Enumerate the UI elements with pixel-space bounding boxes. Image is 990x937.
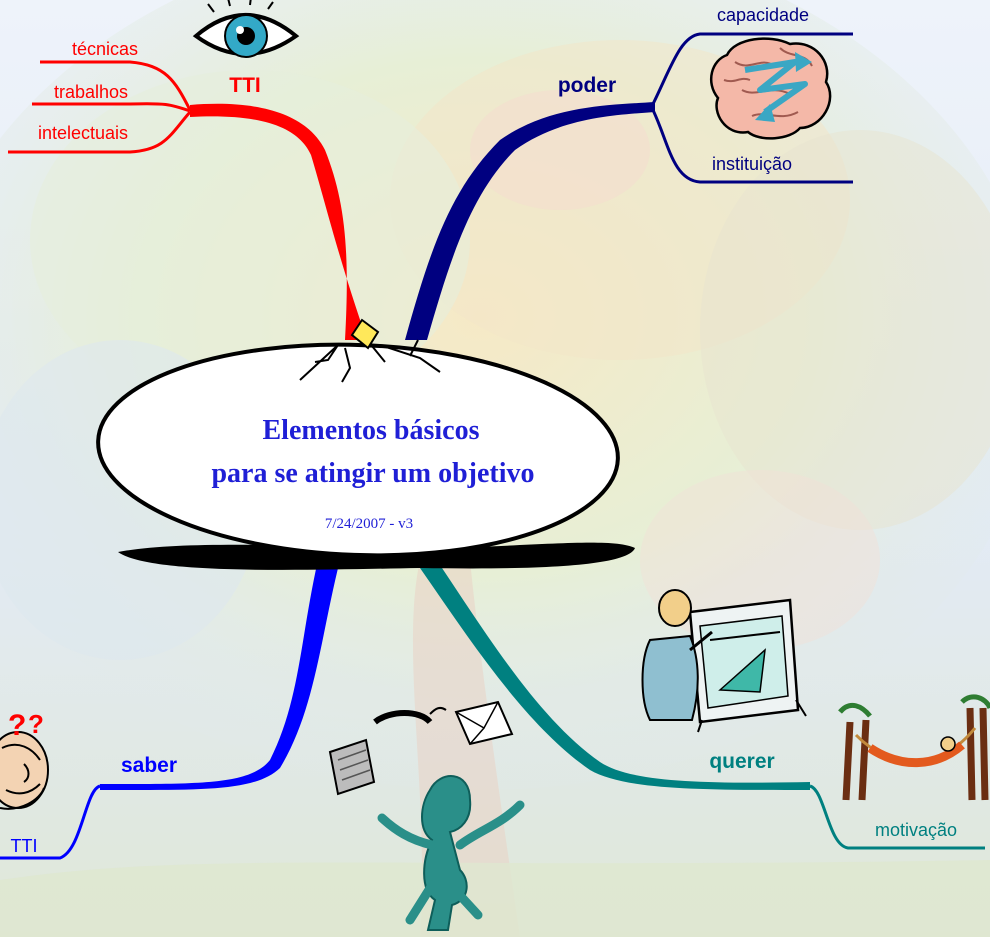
saber-branch-label: saber xyxy=(121,754,177,777)
egg-crack-yellow-icon xyxy=(350,318,380,350)
eye-icon xyxy=(192,0,300,58)
poder-branch: poder capacidade instituição xyxy=(405,5,853,340)
trabalhos-label: trabalhos xyxy=(54,82,128,102)
question-mark-icon-2: ? xyxy=(28,709,44,739)
center-node: Elementos básicos para se atingir um obj… xyxy=(96,318,635,570)
juggling-person-icon xyxy=(328,700,525,931)
center-title-line2: para se atingir um objetivo xyxy=(211,458,534,489)
center-ellipse xyxy=(96,342,620,558)
instituicao-label: instituição xyxy=(712,154,792,174)
motivacao-label: motivação xyxy=(875,820,957,840)
crack-lines-icon xyxy=(299,339,441,383)
capacidade-label: capacidade xyxy=(717,5,809,25)
tti-branch: TTI técnicas trabalhos intelectuais xyxy=(8,39,367,340)
poder-branch-label: poder xyxy=(558,74,616,97)
drafting-man-icon xyxy=(641,589,807,733)
center-title-line1: Elementos básicos xyxy=(263,415,480,446)
tecnicas-label: técnicas xyxy=(72,39,138,59)
querer-branch-label: querer xyxy=(709,750,774,773)
thinking-man-icon: ? ? xyxy=(0,709,49,810)
question-mark-icon: ? xyxy=(8,709,26,742)
tti-branch-label: TTI xyxy=(229,74,261,97)
querer-branch: querer motivação xyxy=(420,565,985,850)
center-date-version: 7/24/2007 - v3 xyxy=(325,516,413,532)
brain-icon xyxy=(709,37,832,140)
intelectuais-label: intelectuais xyxy=(38,123,128,143)
hammock-icon xyxy=(838,694,990,801)
saber-branch: saber TTI xyxy=(0,560,340,860)
saber-tti-label: TTI xyxy=(11,836,38,856)
